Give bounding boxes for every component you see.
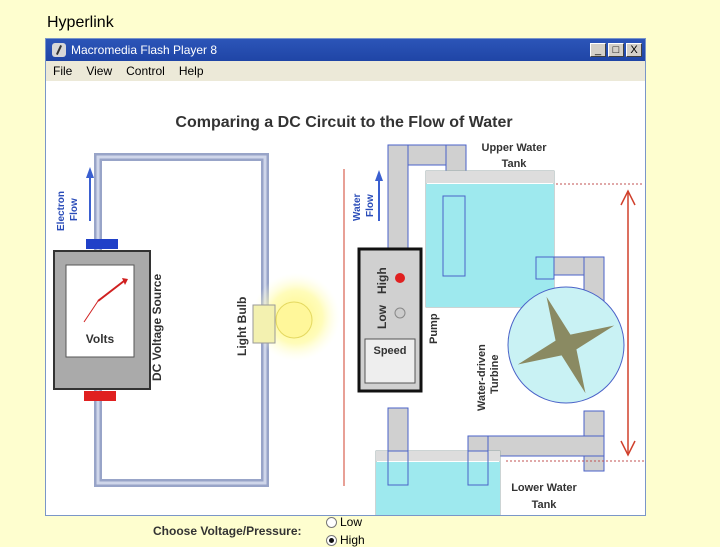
diagram-heading: Comparing a DC Circuit to the Flow of Wa… xyxy=(175,114,512,131)
upper-tank-outlet xyxy=(535,256,555,280)
speed-label: Speed xyxy=(373,345,406,357)
high-indicator-light xyxy=(395,273,405,283)
menu-bar: File View Control Help xyxy=(46,61,645,81)
flash-stage: Comparing a DC Circuit to the Flow of Wa… xyxy=(46,81,645,547)
water-label: Water xyxy=(352,193,363,221)
flash-app-icon xyxy=(52,43,66,57)
menu-control[interactable]: Control xyxy=(126,64,165,78)
lower-tank-water xyxy=(376,462,500,515)
bulb-socket xyxy=(252,304,276,344)
menu-file[interactable]: File xyxy=(53,64,73,78)
pump-high-label: High xyxy=(375,267,389,294)
window-controls: _ □ X xyxy=(590,43,642,57)
positive-terminal xyxy=(86,239,118,249)
pump-label: Pump xyxy=(428,313,440,344)
turbine-label-2: Turbine xyxy=(489,354,501,394)
volts-label: Volts xyxy=(86,332,115,346)
high-radio-button[interactable] xyxy=(326,534,337,546)
choose-voltage-label: Choose Voltage/Pressure: xyxy=(153,524,302,538)
upper-tank-inlet xyxy=(442,195,466,277)
upper-tank-title-2: Tank xyxy=(502,158,528,170)
water-flow-arrow xyxy=(375,170,383,221)
maximize-button[interactable]: □ xyxy=(608,43,624,57)
lower-tank-title-2: Tank xyxy=(532,499,558,511)
electron-flow-label: Flow xyxy=(69,198,80,221)
low-radio-button[interactable] xyxy=(326,516,337,528)
menu-help[interactable]: Help xyxy=(178,64,204,78)
close-button[interactable]: X xyxy=(626,43,642,57)
light-bulb-icon xyxy=(275,301,313,339)
menu-view[interactable]: View xyxy=(86,64,113,78)
height-difference-arrow xyxy=(620,189,636,457)
minimize-button[interactable]: _ xyxy=(590,43,606,57)
low-option[interactable]: Low xyxy=(326,515,362,529)
pump-low-label: Low xyxy=(375,304,389,329)
flash-player-window: Macromedia Flash Player 8 _ □ X File Vie… xyxy=(45,38,646,547)
title-bar: Macromedia Flash Player 8 _ □ X xyxy=(46,39,645,61)
slide-title[interactable]: Hyperlink xyxy=(47,14,114,31)
voltmeter-face xyxy=(65,264,135,358)
electron-label: Electron xyxy=(56,191,67,231)
high-option-label[interactable]: High xyxy=(340,533,365,547)
low-indicator-light xyxy=(394,307,406,319)
lower-tank-title: Lower Water xyxy=(511,482,577,494)
turbine-rotor-icon xyxy=(517,296,615,394)
lower-tank-inlet xyxy=(467,450,489,486)
lower-tank-outlet xyxy=(387,450,409,486)
upper-tank-top xyxy=(426,171,554,183)
negative-terminal xyxy=(84,391,116,401)
upper-tank-water xyxy=(426,184,554,307)
high-option[interactable]: High xyxy=(326,533,365,547)
circuit-water-diagram: Comparing a DC Circuit to the Flow of Wa… xyxy=(53,114,644,516)
upper-tank-title: Upper Water xyxy=(482,142,548,154)
light-bulb-label: Light Bulb xyxy=(235,297,249,356)
water-flow-label: Flow xyxy=(365,194,376,217)
speed-gauge xyxy=(364,338,416,384)
voltage-source-label: DC Voltage Source xyxy=(150,274,164,381)
lower-tank-top xyxy=(376,451,500,461)
electron-flow-arrow xyxy=(86,167,94,221)
low-option-label[interactable]: Low xyxy=(340,515,363,529)
turbine-label: Water-driven xyxy=(476,344,488,411)
voltmeter-needle xyxy=(83,278,128,323)
window-title: Macromedia Flash Player 8 xyxy=(71,43,218,57)
